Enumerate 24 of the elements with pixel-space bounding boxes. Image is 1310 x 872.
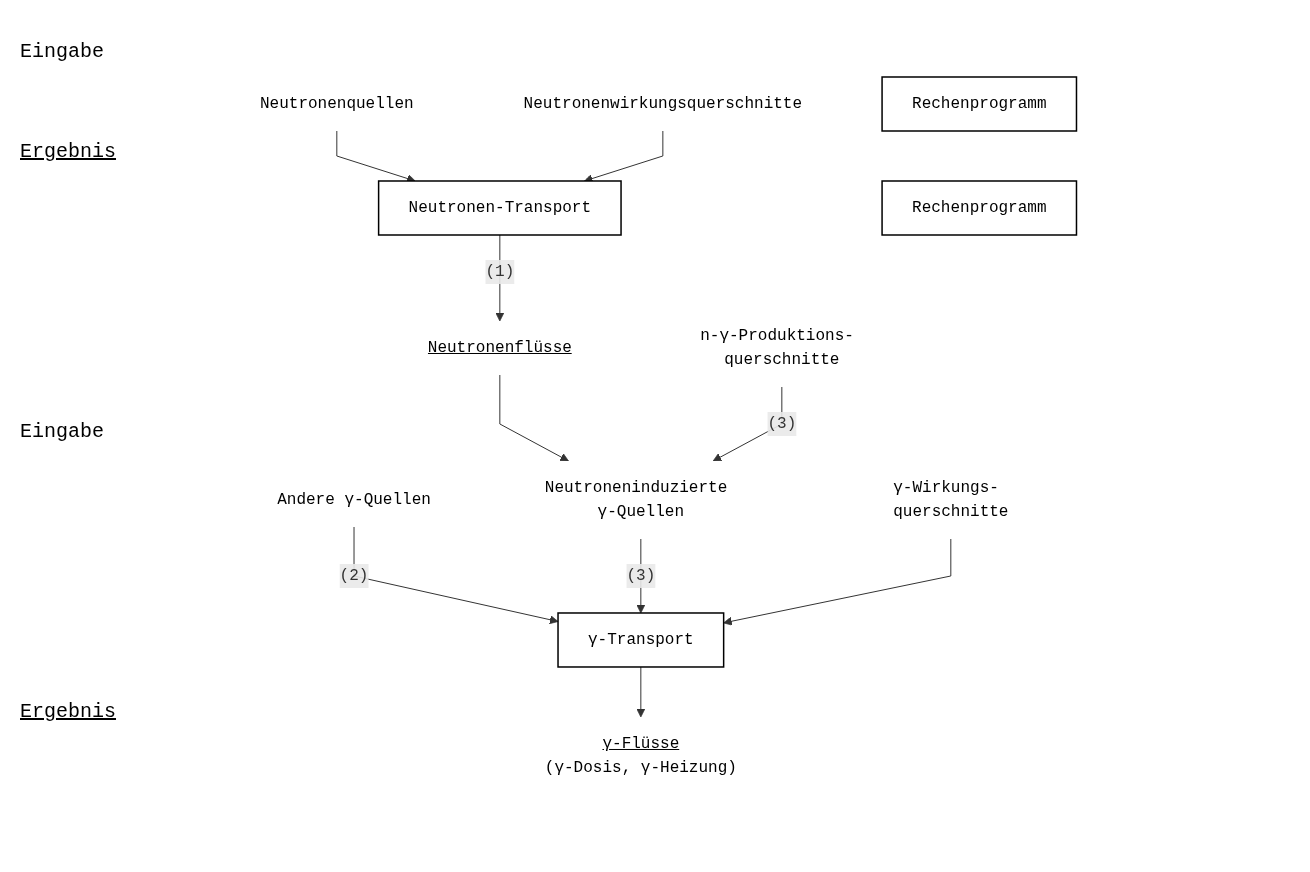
- row-label: Ergebnis: [20, 700, 116, 723]
- arrow: [636, 666, 645, 718]
- row-label: Eingabe: [20, 420, 104, 443]
- node-text: Neutronenwirkungsquerschnitte: [523, 95, 802, 113]
- node-text: n-γ-Produktions- querschnitte: [699, 326, 854, 369]
- edge-label: (1): [485, 263, 514, 281]
- row-label: Eingabe: [20, 40, 104, 63]
- node-box: γ-Transport: [556, 612, 724, 668]
- node-text: Neutroneninduzierte γ-Quellen: [544, 478, 727, 521]
- arrow: [498, 374, 569, 462]
- arrow: [335, 130, 416, 183]
- node-box: Rechenprogramm: [880, 76, 1077, 132]
- node-text: γ-Flüsse (γ-Dosis, γ-Heizung): [544, 734, 737, 777]
- node-text: Neutronenquellen: [259, 95, 414, 113]
- row-label: Ergebnis: [20, 140, 116, 163]
- node-box: Neutronen-Transport: [377, 180, 622, 236]
- edge-label: (2): [339, 566, 369, 585]
- node-box: Rechenprogramm: [880, 180, 1077, 236]
- edge-label: (3): [626, 566, 655, 585]
- edge-label: (3): [767, 414, 796, 433]
- node-text: γ-Wirkungs- querschnitte: [892, 478, 1009, 521]
- node-text: Andere γ-Quellen: [276, 490, 431, 509]
- arrow: [353, 526, 558, 625]
- node-text: Neutronenflüsse: [427, 338, 572, 357]
